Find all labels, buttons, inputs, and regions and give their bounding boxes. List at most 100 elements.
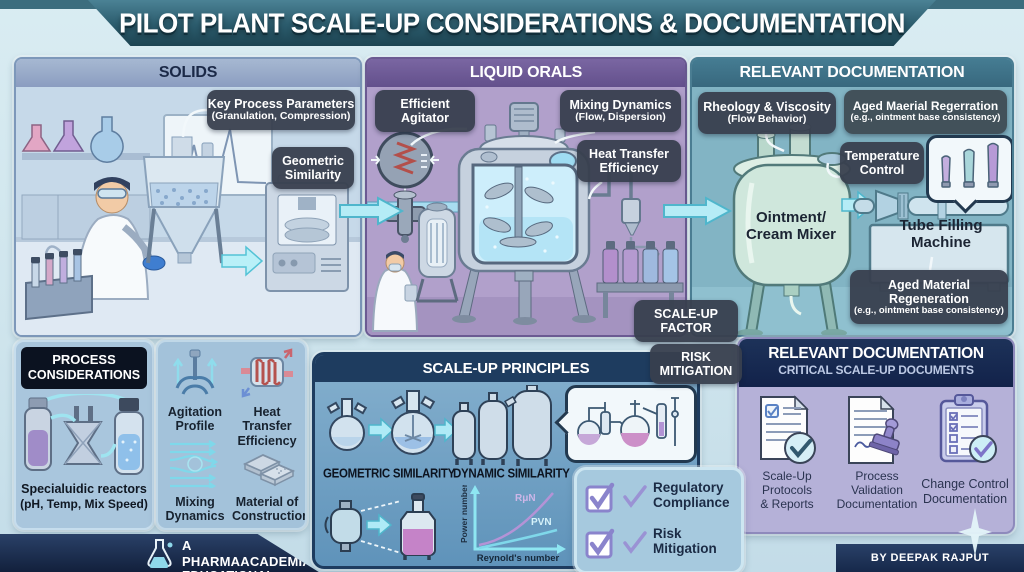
chip-line: FACTOR: [660, 321, 712, 335]
chip-key-process-parameters: Key Process Parameters (Granulation, Com…: [207, 90, 355, 130]
chip-line: Efficiency: [599, 161, 659, 175]
factor-heat-transfer: Heat Transfer Efficiency: [232, 348, 302, 448]
material-blocks-icon: [242, 454, 296, 487]
mixer-label: Ointment/ Cream Mixer: [732, 209, 850, 244]
checklist-row-risk: Risk Mitigation: [585, 525, 717, 559]
chip-line: Regeneration: [889, 291, 969, 306]
checklist-label: Risk Mitigation: [653, 526, 717, 557]
chip-line: Control: [859, 163, 905, 177]
liquid-orals-header: LIQUID ORALS: [367, 59, 685, 87]
footer-brand-banner: A PHARMAACADEMIAS.COM EDUCATIONAL ILLUST…: [0, 534, 319, 572]
agitator-detail-inset: [371, 131, 439, 212]
tablet-press: [265, 174, 349, 292]
brand-line: EDUCATIONAL ILLUSTRATION: [182, 569, 319, 572]
checklist-label-line: Regulatory: [653, 480, 724, 496]
dynamic-similarity-graph: RμN PVN Power number Reynold's number: [459, 485, 566, 563]
documentation-top-header: RELEVANT DOCUMENTATION: [692, 59, 1012, 87]
scale-up-factors-panel: Agitation Profile Heat Transfer Efficien…: [156, 340, 307, 530]
sparkle-icon: [958, 508, 992, 556]
brand-line: A PHARMAACADEMIAS.COM: [182, 538, 356, 569]
factor-caption-line: Agitation: [167, 405, 223, 419]
chip-line: SCALE-UP: [654, 306, 718, 321]
document-stamp-icon: [848, 395, 900, 464]
documentation-top-header-label: RELEVANT DOCUMENTATION: [739, 64, 965, 81]
lab-glassware-icon: [577, 397, 679, 447]
factor-caption: Material of Construction: [232, 495, 307, 524]
checklist-row-regulatory: Regulatory Compliance: [585, 479, 730, 513]
chip-line: Key Process Parameters: [207, 97, 355, 111]
geometric-similarity-label: GEOMETRIC SIMILARITY: [323, 467, 456, 481]
chip-risk-mitigation: RISK MITIGATION: [650, 344, 742, 384]
chip-line: Geometric: [282, 153, 344, 168]
factor-caption-line: Profile: [175, 419, 215, 434]
chip-line: RISK: [681, 349, 711, 364]
agitator-profile-icon: [172, 349, 218, 395]
doc-item-line: Documentation: [836, 497, 918, 512]
chip-line: (e.g., ointment base consistency): [850, 112, 1001, 124]
documentation-bottom-header: RELEVANT DOCUMENTATION CRITICAL SCALE-UP…: [739, 339, 1013, 387]
factor-agitation-profile: Agitation Profile: [162, 348, 228, 434]
chip-mixing-dynamics: Mixing Dynamics (Flow, Dispersion): [560, 90, 681, 132]
factor-caption: Agitation Profile: [162, 405, 228, 434]
tube-machine-label-line: Machine: [910, 234, 971, 252]
solids-header: SOLIDS: [16, 59, 360, 87]
process-considerations-panel: PROCESS CONSIDERATIONS Specialuidic reac…: [14, 340, 154, 530]
doc-item-line: Validation: [851, 483, 903, 498]
factor-caption-line: Heat Transfer: [242, 405, 292, 434]
chip-line: (Flow Behavior): [727, 113, 807, 126]
chip-temperature-control: Temperature Control: [840, 142, 924, 184]
chip-line: Heat Transfer: [589, 146, 669, 161]
factor-caption-line: Construction: [232, 509, 307, 524]
checklist-label-line: Compliance: [653, 495, 730, 510]
header-line: PROCESS: [52, 352, 116, 368]
graph-curve-cyan-label: PVN: [531, 517, 552, 528]
granulator-hopper: [142, 136, 226, 264]
page-title: PILOT PLANT SCALE-UP CONSIDERATIONS & DO…: [119, 6, 905, 39]
factor-caption-line: Mixing: [175, 495, 215, 509]
caption-line: (pH, Temp, Mix Speed): [20, 497, 148, 511]
footer-credit-banner: BY DEEPAK RAJPUT: [836, 544, 1024, 572]
ointment-mixer-tank: [732, 122, 852, 335]
chip-rheology-viscosity: Rheology & Viscosity (Flow Behavior): [698, 92, 836, 134]
checklist-label-line: Risk: [653, 526, 682, 542]
graph-curve-purple: [478, 492, 554, 547]
doc-item-label: Scale-Up Protocols & Reports: [745, 469, 829, 511]
flow-arrow-solids-to-liquid: [339, 196, 405, 226]
factor-material-construction: Material of Construction: [232, 438, 307, 524]
graph-ylabel: Power number: [459, 485, 469, 543]
doc-item-line: & Reports: [760, 497, 814, 512]
heat-exchanger-icon: [241, 348, 293, 398]
chip-line: Rheology & Viscosity: [703, 100, 831, 114]
process-caption: Specialuidic reactors (pH, Temp, Mix Spe…: [16, 482, 152, 511]
credit-text: BY DEEPAK RAJPUT: [870, 552, 990, 564]
chip-line: (e.g., ointment base consistency): [854, 304, 1004, 316]
chip-aged-material-top: Aged Maerial Regerration (e.g., ointment…: [844, 90, 1007, 134]
documentation-bottom-title: RELEVANT DOCUMENTATION: [768, 345, 984, 362]
checklist-label: Regulatory Compliance: [653, 480, 730, 511]
scale-up-principles-header: SCALE-UP PRINCIPLES: [315, 355, 697, 382]
factor-caption-line: Efficiency: [237, 433, 297, 448]
reactor-illustration: [24, 394, 144, 475]
doc-item-line: Scale-Up: [762, 469, 812, 483]
double-check-icon: [623, 531, 647, 554]
caption-line: Specialuidic reactors: [21, 482, 147, 496]
factor-caption: Heat Transfer Efficiency: [232, 405, 302, 448]
chip-line: (Granulation, Compression): [211, 110, 351, 123]
doc-item-line: Process: [855, 469, 899, 483]
chip-line: Efficient: [400, 96, 450, 111]
process-considerations-header: PROCESS CONSIDERATIONS: [21, 347, 147, 389]
flask-icon: [147, 539, 173, 568]
documentation-bottom-panel: RELEVANT DOCUMENTATION CRITICAL SCALE-UP…: [737, 337, 1015, 534]
documentation-top-panel: RELEVANT DOCUMENTATION: [690, 57, 1014, 337]
double-check-icon: [623, 485, 647, 508]
dynamic-similarity-label: DYNAMIC SIMILARITY: [453, 467, 570, 481]
chip-line: Similarity: [284, 168, 342, 182]
factor-caption-line: Material of: [235, 495, 299, 509]
factor-caption: Mixing Dynamics: [162, 495, 228, 524]
bottles-conveyor: [589, 167, 684, 318]
liquid-orals-header-label: LIQUID ORALS: [469, 64, 583, 81]
doc-item-line: Protocols: [761, 483, 813, 498]
chip-line: Mixing Dynamics: [569, 98, 672, 112]
graph-curve-cyan: [478, 528, 558, 550]
